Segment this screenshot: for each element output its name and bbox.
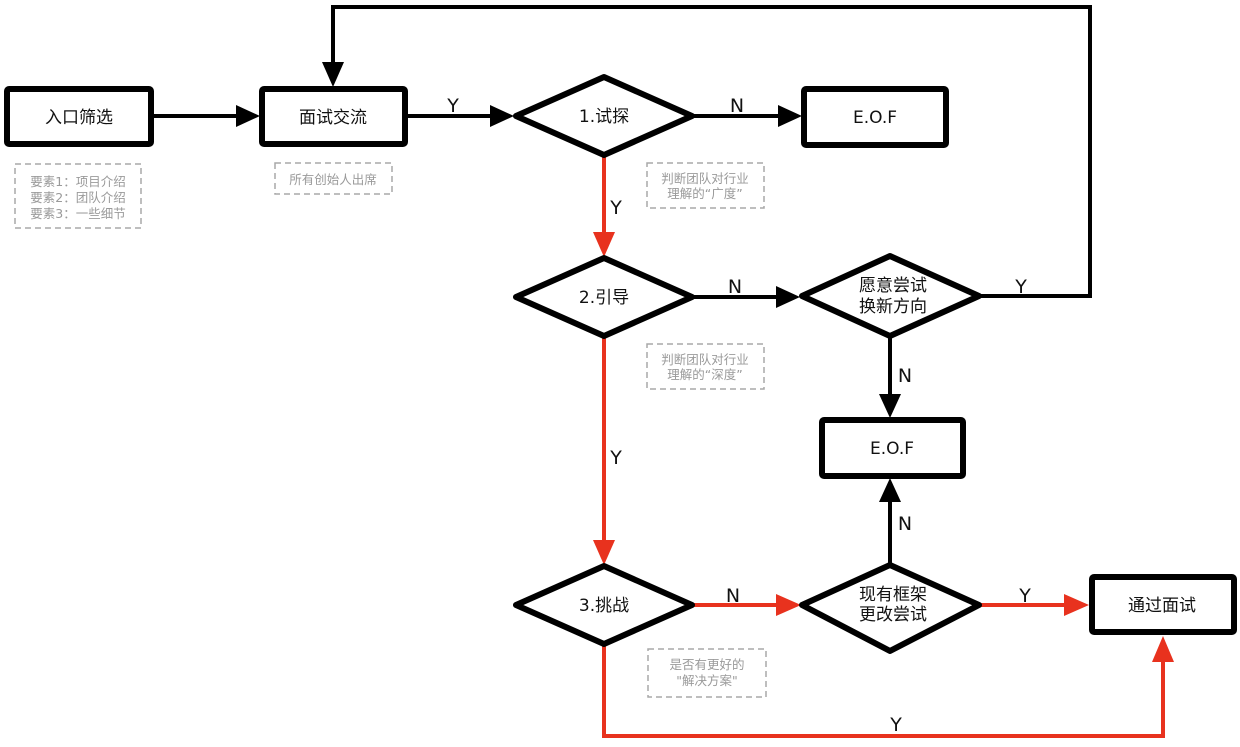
edge-label: Y [609, 197, 622, 219]
node-framework-change-decision[interactable]: 现有框架 更改尝试 [799, 562, 982, 654]
node-label-line-2: 换新方向 [859, 297, 927, 317]
note-line: 理解的“深度” [667, 367, 742, 382]
note-line: "解决方案" [676, 673, 738, 688]
note-entry: 要素1：项目介绍 要素2：团队介绍 要素3：一些细节 [14, 163, 142, 229]
node-pass[interactable]: 通过面试 [1089, 574, 1237, 635]
note-line: 判断团队对行业 [661, 171, 749, 186]
edge-challenge-to-framework: N [694, 585, 801, 616]
note-line: 判断团队对行业 [661, 352, 749, 367]
note-line: 要素1：项目介绍 [30, 174, 125, 189]
edge-label: Y [889, 714, 902, 736]
note-probe: 判断团队对行业 理解的“广度” [646, 162, 765, 209]
node-change-direction-decision[interactable]: 愿意尝试 换新方向 [799, 253, 982, 339]
edge-challenge-to-pass: Y [602, 636, 1174, 738]
edge-framework-to-pass: Y [980, 585, 1089, 616]
edge-label: Y [609, 447, 622, 469]
note-line: 理解的“广度” [667, 186, 742, 201]
node-entry[interactable]: 入口筛选 [4, 86, 154, 147]
edge-framework-to-eof: N [879, 478, 912, 565]
node-probe-decision[interactable]: 1.试探 [513, 74, 695, 158]
node-label-line-1: 愿意尝试 [859, 276, 927, 296]
note-interview: 所有创始人出席 [274, 162, 393, 195]
node-guide-decision[interactable]: 2.引导 [513, 255, 695, 339]
note-line: 是否有更好的 [669, 657, 744, 672]
node-label: E.O.F [853, 108, 897, 128]
node-label: 3.挑战 [579, 596, 629, 616]
edge-label: N [898, 365, 912, 387]
edge-label: Y [1018, 585, 1031, 607]
edge-change-loop-back: Y [322, 5, 1092, 298]
node-label: 入口筛选 [45, 108, 113, 128]
node-label: 通过面试 [1128, 596, 1196, 616]
edge-probe-to-eof: N [694, 95, 802, 127]
edge-change-to-eof: N [879, 336, 912, 418]
note-guide: 判断团队对行业 理解的“深度” [646, 343, 765, 390]
edge-guide-to-change: N [694, 276, 800, 308]
edge-label: N [898, 513, 912, 535]
note-line: 要素3：一些细节 [30, 206, 125, 221]
edge-label: Y [446, 95, 459, 117]
edge-probe-to-guide: Y [593, 156, 622, 257]
node-label: 1.试探 [579, 107, 629, 127]
node-label: E.O.F [870, 439, 914, 459]
node-challenge-decision[interactable]: 3.挑战 [513, 563, 695, 647]
edge-entry-to-interview [153, 105, 260, 127]
node-interview[interactable]: 面试交流 [259, 86, 408, 147]
edge-label: N [726, 585, 740, 607]
note-line: 要素2：团队介绍 [30, 190, 125, 205]
node-label-line-1: 现有框架 [859, 585, 927, 605]
node-label-line-2: 更改尝试 [859, 605, 927, 625]
edge-interview-to-probe: Y [407, 95, 514, 127]
node-eof-mid[interactable]: E.O.F [819, 417, 966, 479]
edge-guide-to-challenge: Y [593, 337, 622, 565]
edge-label: N [730, 95, 744, 117]
edge-label: N [728, 276, 742, 298]
node-label: 面试交流 [299, 108, 367, 128]
node-label: 2.引导 [579, 288, 629, 308]
note-challenge: 是否有更好的 "解决方案" [647, 648, 767, 698]
note-line: 所有创始人出席 [289, 172, 377, 187]
node-eof-top[interactable]: E.O.F [801, 86, 949, 148]
edge-label: Y [1014, 276, 1027, 298]
